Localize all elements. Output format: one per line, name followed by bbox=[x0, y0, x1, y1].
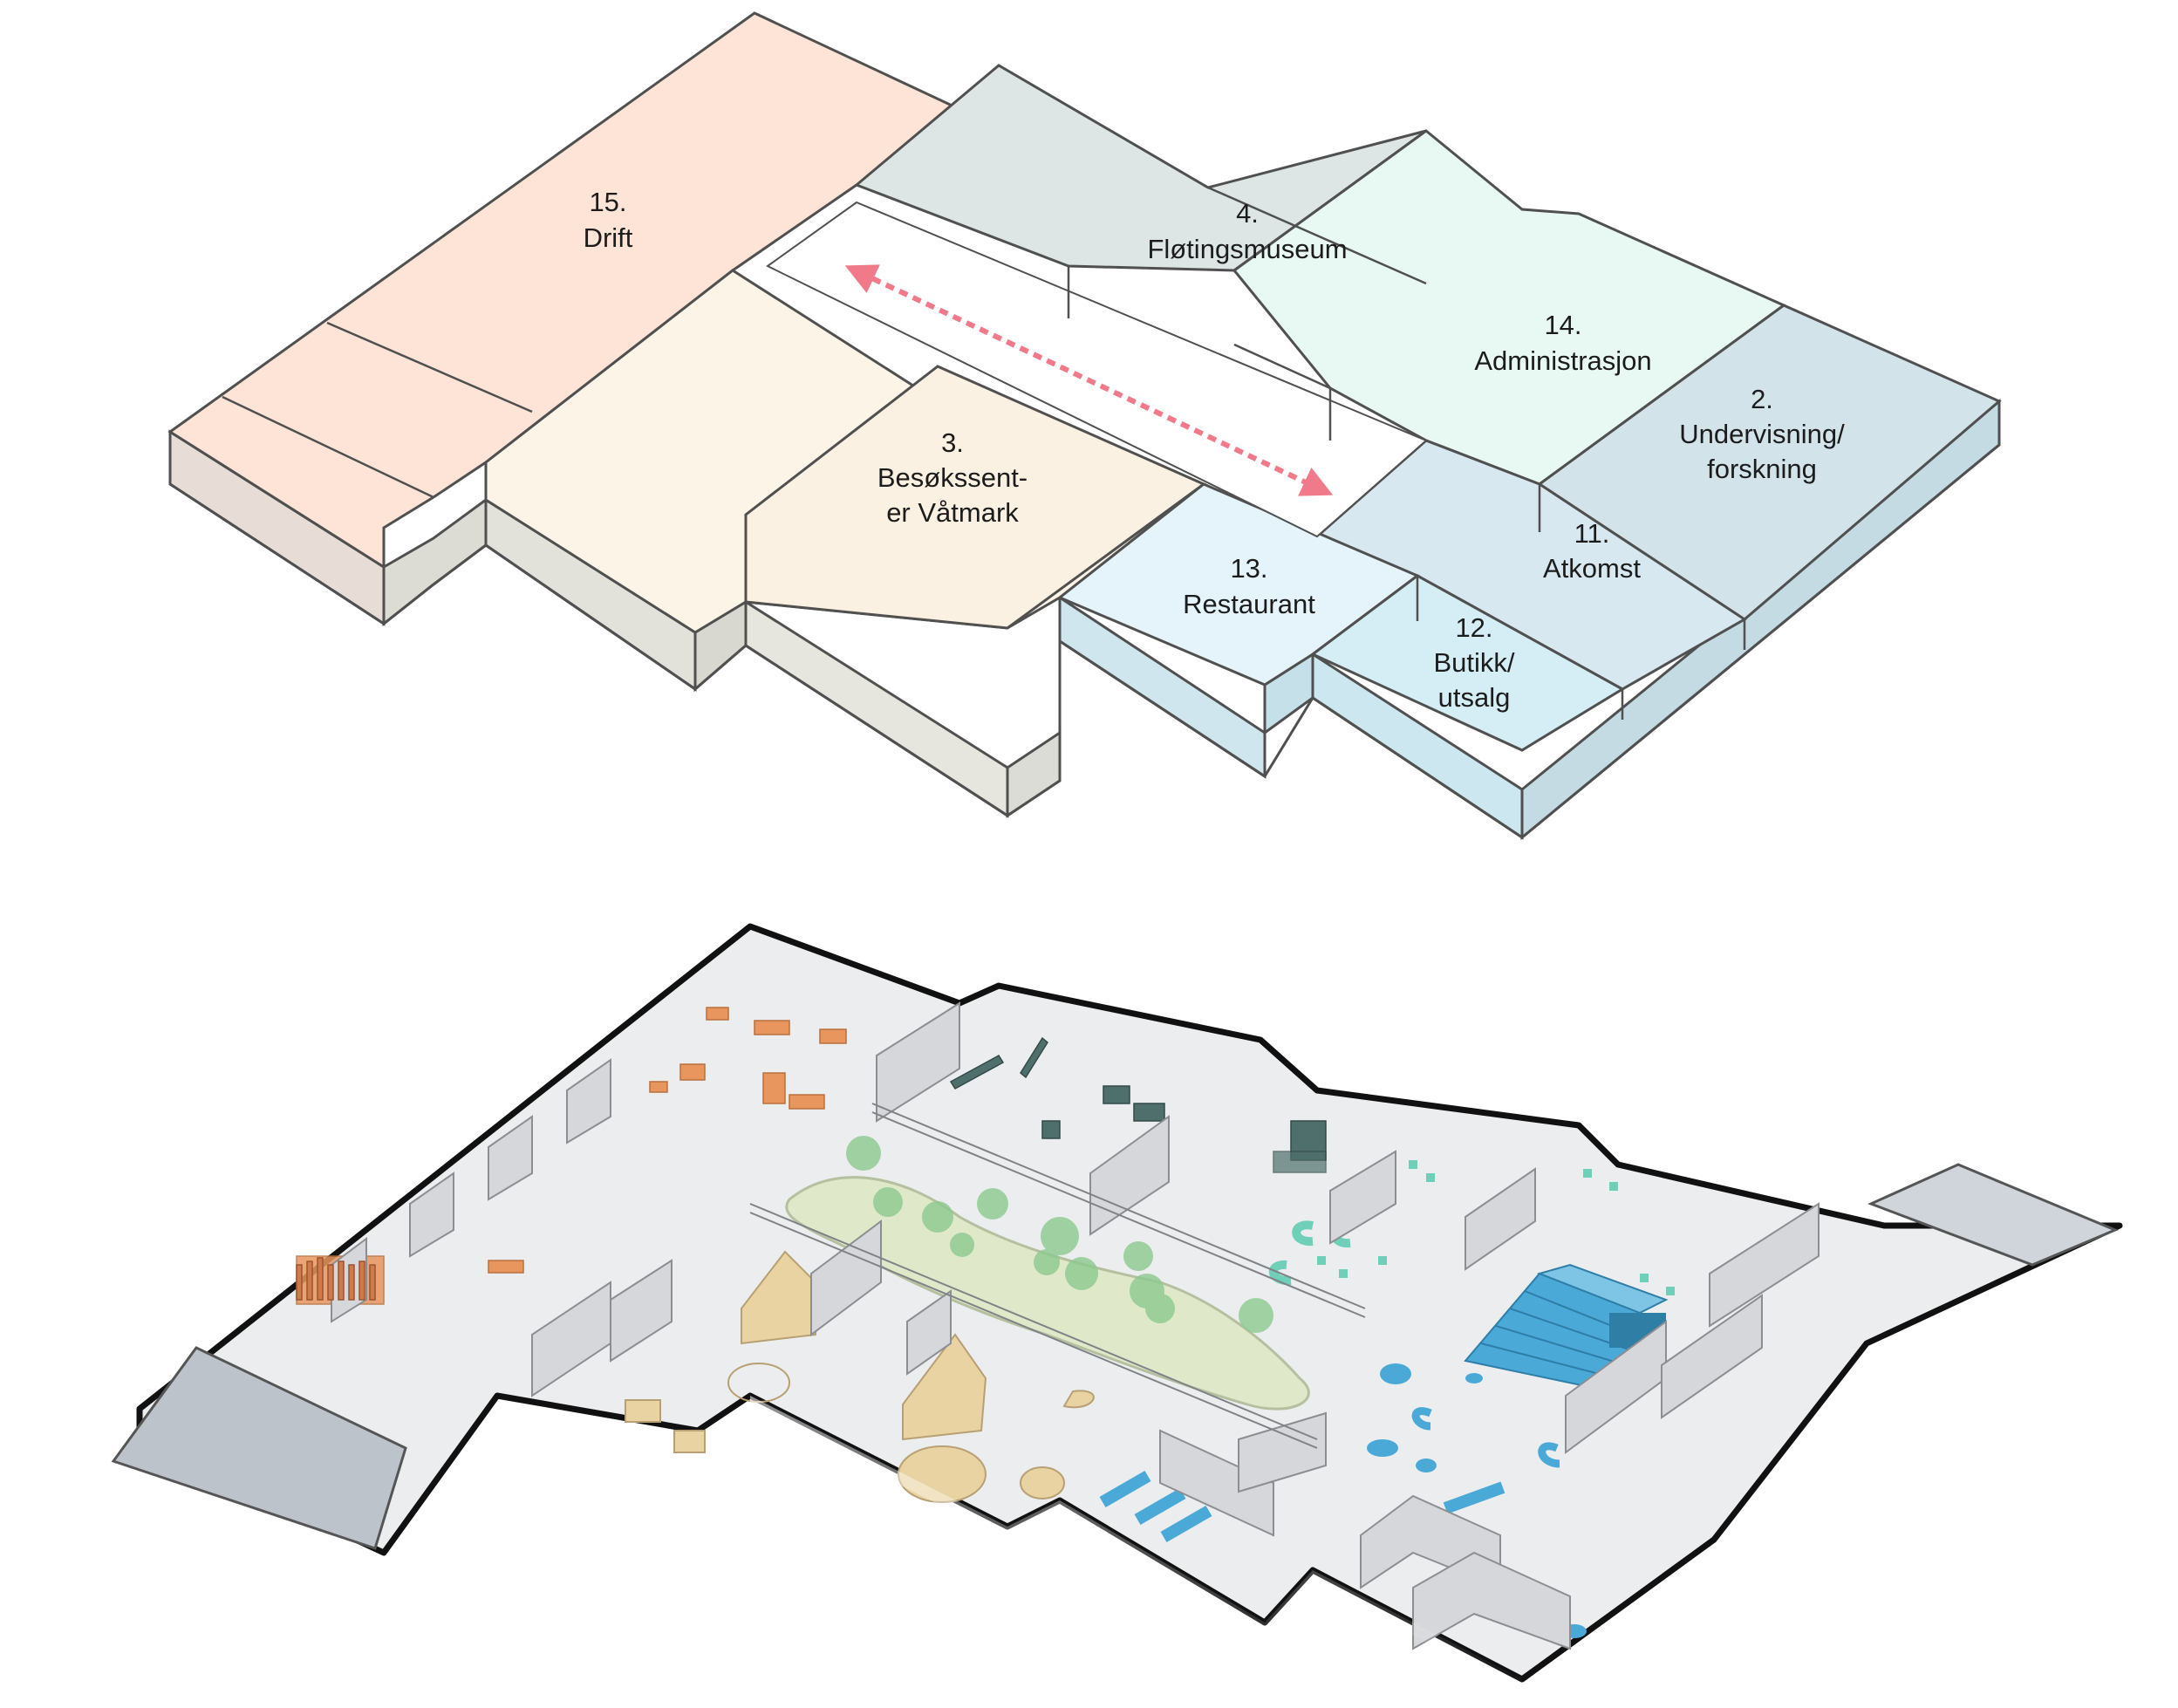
label-besokssenter-line2: er Våtmark bbox=[886, 497, 1019, 528]
interior-axonometric bbox=[111, 923, 2123, 1692]
massing-wall-edges bbox=[168, 401, 2001, 839]
label-besokssenter-number: 3. bbox=[941, 427, 964, 458]
label-restaurant-number: 13. bbox=[1230, 553, 1267, 584]
activity-structures bbox=[625, 1250, 1095, 1503]
museum-objects bbox=[949, 1036, 1327, 1173]
label-drift-number: 15. bbox=[589, 187, 626, 217]
log-exhibit bbox=[296, 1257, 376, 1301]
label-flotingsmuseum-name: Fløtingsmuseum bbox=[1147, 234, 1347, 264]
entrance-ramp-right bbox=[1867, 1163, 2119, 1267]
label-butikk-line2: utsalg bbox=[1438, 682, 1511, 713]
circulation-arrow bbox=[844, 264, 1334, 496]
label-atkomst-number: 11. bbox=[1574, 518, 1610, 549]
label-undervisning-line2: forskning bbox=[1707, 454, 1817, 484]
label-atkomst-name: Atkomst bbox=[1543, 553, 1641, 584]
label-besokssenter-line1: Besøkssent- bbox=[877, 462, 1028, 493]
massing-side-face-center2 bbox=[1006, 730, 1062, 818]
label-restaurant-name: Restaurant bbox=[1183, 589, 1315, 619]
zone-massing-model: 15. Drift 4. Fløtingsmuseum 14. Administ… bbox=[167, 11, 2002, 841]
massing-division-lines bbox=[222, 186, 1746, 720]
trees bbox=[846, 1136, 1273, 1333]
label-flotingsmuseum-number: 4. bbox=[1236, 198, 1259, 229]
label-administrasjon-number: 14. bbox=[1544, 310, 1581, 340]
label-butikk-number: 12. bbox=[1455, 612, 1492, 643]
entrance-ramp-left bbox=[111, 1346, 407, 1550]
label-undervisning-line1: Undervisning/ bbox=[1679, 419, 1845, 449]
wetland-landscape bbox=[785, 1176, 1310, 1411]
label-undervisning-number: 2. bbox=[1751, 384, 1773, 414]
partition-walls bbox=[331, 1001, 1820, 1650]
massing-side-face-center bbox=[744, 599, 1009, 818]
boardwalk-railings bbox=[749, 1103, 1366, 1449]
label-butikk-line1: Butikk/ bbox=[1433, 647, 1514, 678]
label-administrasjon-name: Administrasjon bbox=[1474, 345, 1651, 376]
label-drift-name: Drift bbox=[584, 222, 633, 253]
